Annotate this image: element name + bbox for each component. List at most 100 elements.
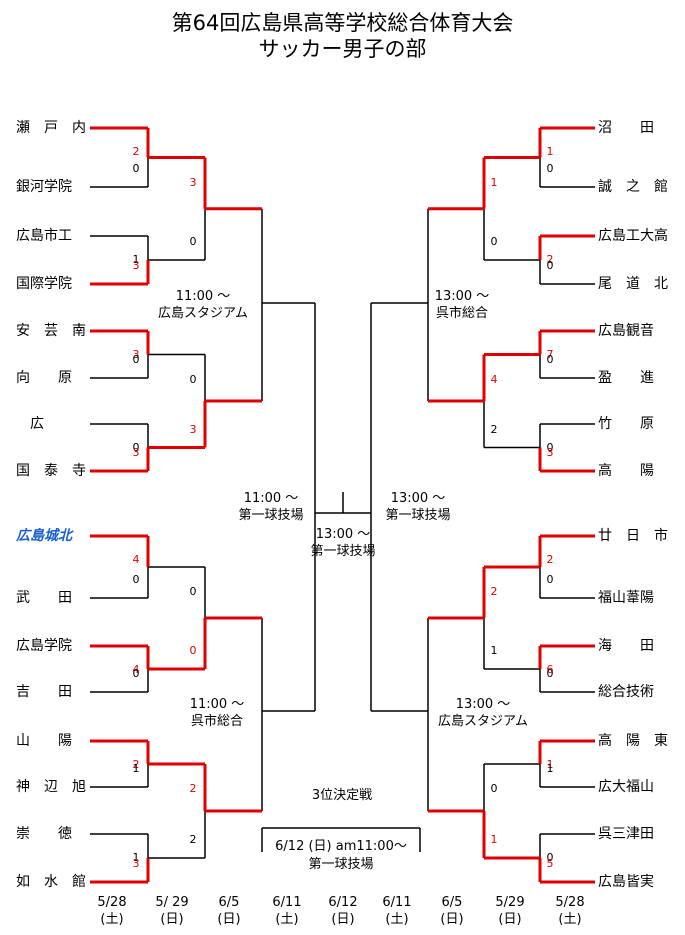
score-r1: 1	[132, 851, 140, 864]
day-label: (日)	[440, 912, 464, 927]
team-name-left: 崇 徳	[16, 826, 72, 842]
team-name-right: 高 陽 東	[598, 733, 668, 749]
date-label: 6/5	[441, 895, 463, 910]
third-place-label: 3位決定戦	[311, 788, 373, 803]
team-name-left: 広島城北	[16, 528, 72, 544]
score-r2: 2	[189, 833, 197, 846]
tournament-subtitle: サッカー男子の部	[258, 37, 427, 61]
day-label: (日)	[160, 912, 184, 927]
team-name-right: 沼 田	[598, 120, 654, 136]
score-r1: 4	[132, 553, 140, 566]
team-name-left: 瀬 戸 内	[16, 120, 86, 136]
team-name-left: 国際学院	[16, 276, 72, 292]
score-r1: 0	[546, 441, 554, 454]
score-r2: 0	[189, 585, 197, 598]
score-r1: 3	[132, 446, 140, 459]
team-name-left: 国 泰 寺	[16, 463, 86, 479]
day-label: (土)	[558, 912, 582, 927]
team-name-left: 山 陽	[16, 733, 72, 749]
score-r2: 2	[490, 585, 498, 598]
score-r2: 0	[490, 235, 498, 248]
day-label: (土)	[385, 912, 409, 927]
team-name-right: 広島工大高	[598, 228, 668, 244]
team-name-right: 広島皆実	[598, 874, 654, 890]
score-r1: 3	[546, 446, 554, 459]
score-r2: 4	[490, 372, 498, 386]
score-r1: 2	[132, 758, 140, 771]
score-r1: 1	[546, 762, 554, 775]
team-name-right: 海 田	[598, 638, 654, 654]
venue-qf-bottom-left: 11:00 〜 呉市総合	[189, 697, 245, 729]
third-place-venue: 第一球技場	[308, 857, 374, 872]
score-r2: 2	[189, 782, 197, 795]
score-r1: 1	[546, 758, 554, 771]
venue-sf-right: 13:00 〜 第一球技場	[385, 491, 451, 523]
score-r1: 0	[546, 353, 554, 366]
score-r2: 0	[189, 372, 197, 386]
score-r1: 7	[546, 348, 554, 361]
date-label: 5/28	[97, 895, 127, 910]
team-name-right: 広大福山	[598, 779, 654, 795]
date-label: 6/11	[272, 895, 302, 910]
date-label: 6/12	[328, 895, 358, 910]
score-r1: 0	[132, 441, 140, 454]
team-name-left: 銀河学院	[16, 179, 72, 195]
date-label: 6/5	[218, 895, 240, 910]
score-r2: 1	[490, 833, 498, 846]
score-r2: 2	[490, 422, 498, 436]
score-r1: 4	[132, 663, 140, 676]
score-r1: 6	[546, 663, 554, 676]
score-r1: 1	[546, 145, 554, 158]
day-label: (土)	[275, 912, 299, 927]
score-r1: 2	[546, 253, 554, 266]
day-label: (日)	[498, 912, 522, 927]
score-r1: 0	[132, 667, 140, 680]
date-label: 6/11	[382, 895, 412, 910]
team-name-right: 呉三津田	[598, 826, 654, 842]
team-name-right: 総合技術	[598, 684, 654, 700]
score-r1: 3	[132, 857, 140, 870]
venue-final: 13:00 〜 第一球技場	[310, 527, 376, 559]
score-r2: 0	[189, 235, 197, 248]
score-r1: 2	[132, 145, 140, 158]
team-name-left: 如 水 館	[16, 874, 86, 890]
day-label: (日)	[331, 912, 355, 927]
score-r2: 3	[189, 422, 197, 436]
score-r1: 0	[132, 573, 140, 586]
score-r1: 2	[546, 553, 554, 566]
team-name-right: 福山葦陽	[598, 590, 654, 606]
team-name-left: 安 芸 南	[16, 323, 86, 339]
score-r1: 5	[546, 857, 554, 870]
team-name-right: 広島観音	[598, 323, 654, 339]
tournament-title: 第64回広島県高等学校総合体育大会	[171, 11, 514, 35]
venue-qf-bottom-right: 13:00 〜 広島スタジアム	[437, 697, 529, 729]
team-name-right: 廿 日 市	[598, 528, 668, 544]
team-name-right: 尾 道 北	[598, 276, 668, 292]
score-r2: 1	[490, 644, 498, 657]
score-r2: 0	[490, 782, 498, 795]
score-r1: 3	[132, 259, 140, 272]
team-name-left: 広	[16, 416, 44, 432]
venue-qf-top-right: 13:00 〜 呉市総合	[434, 289, 490, 321]
score-r2: 0	[189, 644, 197, 657]
team-name-left: 広島学院	[16, 638, 72, 654]
score-r1: 1	[132, 253, 140, 266]
score-r1: 0	[546, 162, 554, 175]
venue-sf-left: 11:00 〜 第一球技場	[238, 491, 304, 523]
score-r1: 1	[132, 762, 140, 775]
team-name-left: 広島市工	[16, 228, 72, 244]
venue-qf-top-left: 11:00 〜 広島スタジアム	[157, 289, 249, 321]
team-name-left: 神 辺 旭	[16, 779, 86, 795]
score-r2: 1	[490, 175, 498, 189]
score-r1: 0	[132, 162, 140, 175]
score-r1: 0	[132, 353, 140, 366]
score-r1: 0	[546, 573, 554, 586]
team-name-right: 高 陽	[598, 463, 654, 479]
day-label: (日)	[217, 912, 241, 927]
team-name-right: 誠 之 館	[598, 179, 668, 195]
team-name-left: 吉 田	[16, 684, 72, 700]
score-r2: 3	[189, 175, 197, 189]
team-name-left: 武 田	[16, 590, 72, 606]
score-r1: 0	[546, 667, 554, 680]
